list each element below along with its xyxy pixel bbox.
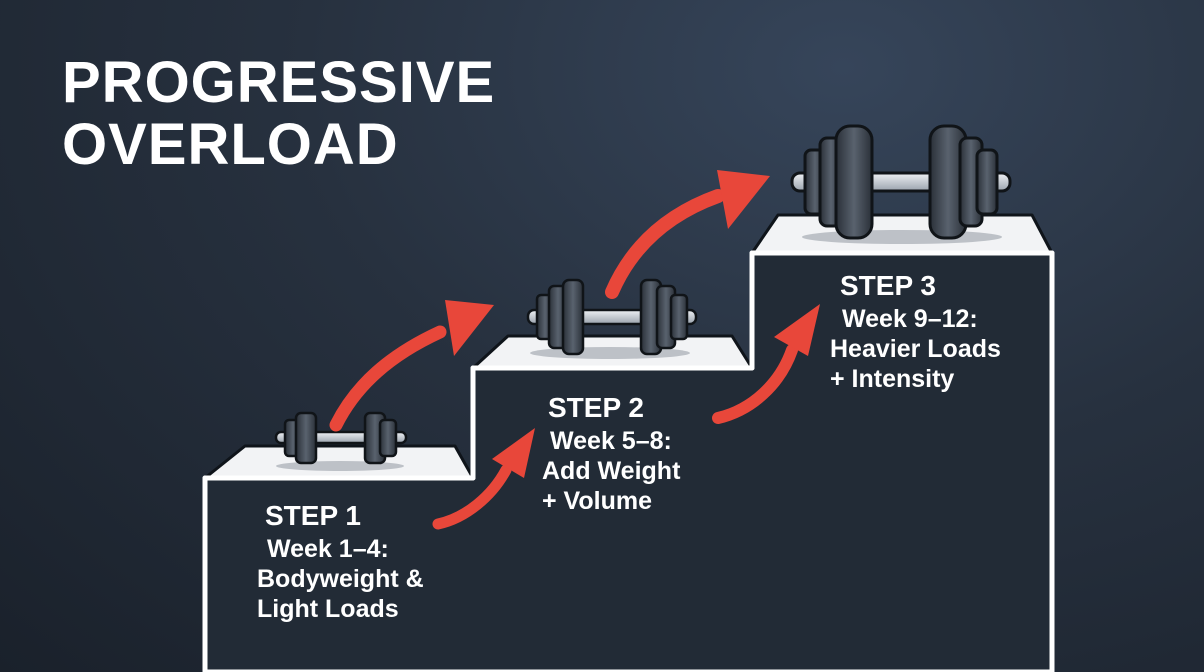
step-1-label: STEP 1 Week 1–4: Bodyweight & Light Load… xyxy=(257,500,424,624)
step-1-desc-line-1: Bodyweight & xyxy=(257,565,424,593)
title-line-1: PROGRESSIVE xyxy=(62,50,496,115)
step-3-title: STEP 3 xyxy=(840,270,936,301)
dumbbell-large-icon xyxy=(790,124,1012,244)
page-title: PROGRESSIVE OVERLOAD xyxy=(62,52,495,176)
step-1-desc-line-2: Light Loads xyxy=(257,595,399,623)
step-1-weeks: Week 1–4: xyxy=(267,535,389,563)
step-3-label: STEP 3 Week 9–12: Heavier Loads + Intens… xyxy=(830,270,1001,394)
step-2-desc-line-2: + Volume xyxy=(542,487,652,515)
dumbbell-small-icon xyxy=(274,411,408,471)
step-3-desc-line-1: Heavier Loads xyxy=(830,335,1001,363)
step-1-title: STEP 1 xyxy=(265,500,361,531)
up-arrow-icon xyxy=(329,170,820,530)
step-3-desc-line-2: + Intensity xyxy=(830,365,955,393)
step-3-weeks: Week 9–12: xyxy=(842,305,978,333)
title-line-2: OVERLOAD xyxy=(62,112,399,177)
step-2-label: STEP 2 Week 5–8: Add Weight + Volume xyxy=(542,392,680,516)
dumbbell-medium-icon xyxy=(526,278,698,359)
step-2-weeks: Week 5–8: xyxy=(550,427,672,455)
step-2-title: STEP 2 xyxy=(548,392,644,423)
step-2-desc-line-1: Add Weight xyxy=(542,457,681,485)
